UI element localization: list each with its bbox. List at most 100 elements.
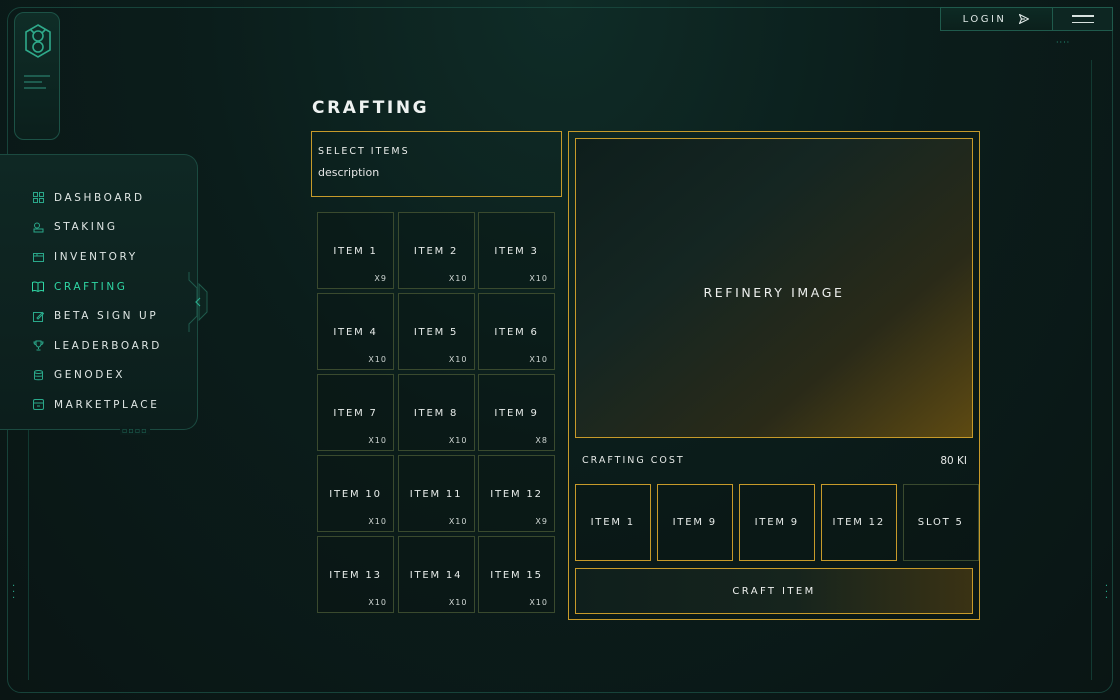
crafting-cost-label: CRAFTING COST: [582, 455, 685, 466]
item-name: ITEM 5: [413, 327, 459, 338]
sidebar-item-staking[interactable]: STAKING: [32, 213, 162, 243]
item-quantity: X10: [368, 598, 387, 607]
crafting-slot[interactable]: ITEM 1: [575, 484, 651, 561]
frame-dots-left: ···: [12, 581, 16, 604]
crafting-slot[interactable]: ITEM 9: [739, 484, 815, 561]
item-quantity: X10: [368, 436, 387, 445]
item-name: ITEM 1: [333, 246, 378, 257]
item-name: ITEM 12: [490, 489, 543, 500]
sidebar-collapse-button[interactable]: [185, 272, 209, 332]
coins-icon: [32, 221, 44, 233]
item-quantity: X10: [368, 517, 387, 526]
topbar: LOGIN: [940, 7, 1113, 31]
item-card[interactable]: ITEM 1 X9: [317, 212, 394, 289]
crafting-slot[interactable]: ITEM 12: [821, 484, 897, 561]
refinery-image-label: REFINERY IMAGE: [703, 285, 845, 300]
sidebar-item-genodex[interactable]: GENODEX: [32, 361, 162, 391]
store-icon: [32, 399, 44, 411]
item-quantity: X9: [374, 274, 387, 283]
logo-decoration: [24, 75, 50, 93]
item-name: ITEM 15: [490, 570, 543, 581]
topbar-dots: ····: [1056, 38, 1071, 47]
sidebar-item-label: LEADERBOARD: [54, 339, 162, 352]
trophy-icon: [32, 340, 44, 352]
item-name: ITEM 14: [409, 570, 463, 581]
item-card[interactable]: ITEM 7 X10: [317, 374, 394, 451]
item-quantity: X10: [529, 274, 548, 283]
item-card[interactable]: ITEM 3 X10: [478, 212, 555, 289]
item-quantity: X10: [368, 355, 387, 364]
item-card[interactable]: ITEM 9 X8: [478, 374, 555, 451]
chevron-left-icon: [195, 297, 201, 307]
item-name: ITEM 3: [494, 246, 539, 257]
item-card[interactable]: ITEM 12 X9: [478, 455, 555, 532]
crafting-slot[interactable]: ITEM 9: [657, 484, 733, 561]
crafting-slots: ITEM 1 ITEM 9 ITEM 9 ITEM 12 SLOT 5: [575, 484, 979, 561]
sidebar-item-label: CRAFTING: [54, 280, 128, 293]
logo-icon[interactable]: [23, 23, 53, 59]
item-name: ITEM 10: [329, 489, 382, 500]
sidebar-item-label: MARKETPLACE: [54, 398, 160, 411]
sidebar-item-beta-sign-up[interactable]: BETA SIGN UP: [32, 301, 162, 331]
sidebar-item-leaderboard[interactable]: LEADERBOARD: [32, 331, 162, 361]
frame-divider-right: [1091, 60, 1092, 680]
item-name: ITEM 9: [494, 408, 539, 419]
item-quantity: X10: [529, 355, 548, 364]
craft-item-label: CRAFT ITEM: [732, 585, 816, 597]
sidebar-item-label: GENODEX: [54, 369, 126, 382]
sidebar-item-label: BETA SIGN UP: [54, 310, 159, 323]
login-label: LOGIN: [962, 13, 1007, 25]
grid-icon: [32, 192, 44, 204]
item-card[interactable]: ITEM 6 X10: [478, 293, 555, 370]
item-card[interactable]: ITEM 2 X10: [397, 212, 475, 289]
database-icon: [32, 369, 44, 381]
item-name: ITEM 7: [333, 408, 378, 419]
menu-button[interactable]: [1053, 8, 1112, 30]
edit-icon: [32, 310, 44, 322]
sidebar-item-dashboard[interactable]: DASHBOARD: [32, 183, 162, 213]
sidebar-item-crafting[interactable]: CRAFTING: [32, 272, 162, 302]
item-name: ITEM 11: [409, 489, 463, 500]
item-card[interactable]: ITEM 15 X10: [478, 536, 555, 613]
item-card[interactable]: ITEM 5 X10: [397, 293, 475, 370]
item-quantity: X10: [448, 355, 468, 364]
item-quantity: X10: [448, 517, 468, 526]
item-card[interactable]: ITEM 11 X10: [397, 455, 475, 532]
item-name: ITEM 13: [329, 570, 382, 581]
logo-panel: [14, 12, 60, 140]
select-items-panel: SELECT ITEMS description: [311, 131, 562, 197]
item-quantity: X10: [448, 436, 468, 445]
sidebar-item-label: STAKING: [54, 221, 118, 234]
box-icon: [32, 251, 44, 263]
book-icon: [32, 281, 44, 293]
sidebar-item-marketplace[interactable]: MARKETPLACE: [32, 390, 162, 420]
refinery-panel: REFINERY IMAGE CRAFTING COST 80 KI ITEM …: [568, 131, 980, 620]
item-quantity: X10: [448, 598, 468, 607]
item-name: ITEM 6: [494, 327, 539, 338]
sidebar-item-inventory[interactable]: INVENTORY: [32, 242, 162, 272]
item-quantity: X9: [535, 517, 548, 526]
item-quantity: X8: [535, 436, 548, 445]
item-card[interactable]: ITEM 10 X10: [317, 455, 394, 532]
select-items-description: description: [318, 166, 380, 179]
craft-item-button[interactable]: CRAFT ITEM: [575, 568, 973, 614]
item-quantity: X10: [529, 598, 548, 607]
item-quantity: X10: [448, 274, 468, 283]
crafting-slot-empty[interactable]: SLOT 5: [903, 484, 979, 561]
sidebar-item-label: INVENTORY: [54, 250, 138, 263]
frame-divider-left: [28, 430, 29, 680]
item-card[interactable]: ITEM 13 X10: [317, 536, 394, 613]
frame-dots-right: ···: [1104, 581, 1108, 604]
sidebar-item-label: DASHBOARD: [54, 191, 145, 204]
sidebar-dots: ▫▫▫▫: [120, 426, 150, 435]
sidebar: DASHBOARD STAKING INVENTORY CRAFTING BET…: [0, 154, 208, 435]
select-items-title: SELECT ITEMS: [318, 146, 410, 157]
login-button[interactable]: LOGIN: [941, 8, 1053, 30]
sidebar-nav: DASHBOARD STAKING INVENTORY CRAFTING BET…: [32, 183, 162, 420]
item-card[interactable]: ITEM 14 X10: [397, 536, 475, 613]
hamburger-icon: [1071, 10, 1094, 28]
item-name: ITEM 2: [413, 246, 459, 257]
